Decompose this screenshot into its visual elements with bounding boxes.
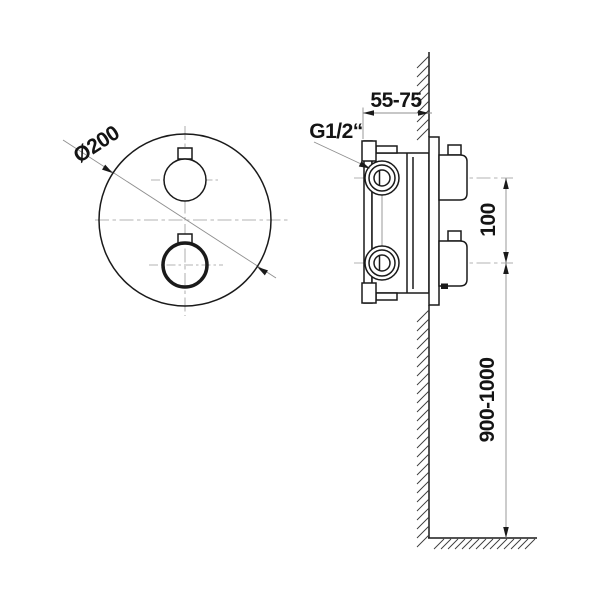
fitting-inner-ring: [373, 169, 391, 187]
fitting-middle-ring: [368, 249, 396, 277]
depth-dimension: 55-75: [362, 89, 432, 139]
diameter-arrow-lower: [257, 266, 268, 276]
top-handle-tab: [447, 144, 462, 156]
thread-callout: G1/2“: [309, 120, 370, 169]
mounting-lug-top: [361, 140, 377, 162]
diameter-arrow-upper: [102, 164, 113, 174]
depth-arrow-left: [363, 110, 374, 116]
thread-label: G1/2“: [309, 120, 363, 143]
front-view: Ø200: [62, 121, 288, 316]
wall-hatching-upper: [416, 55, 430, 141]
escutcheon-plate: [428, 136, 440, 306]
fitting-outer-ring: [364, 245, 400, 281]
top-handle-stub: [438, 154, 468, 201]
height-label: 900-1000: [476, 358, 499, 443]
spacing-label: 100: [477, 203, 500, 237]
depth-label: 55-75: [370, 89, 422, 112]
height-arrow-top: [503, 263, 509, 274]
thread-leader-line: [313, 141, 367, 167]
floor-hatching: [433, 538, 536, 550]
front-bottom-knob-circle: [161, 241, 209, 289]
bottom-handle-stub: [438, 240, 468, 287]
fitting-outer-ring: [364, 160, 400, 196]
side-view: 55-75 G1/2“ 100 900-1000: [309, 52, 537, 550]
fitting-inner-ring: [373, 254, 391, 272]
spacing-arrow-top: [503, 178, 509, 189]
wall-hatching-lower: [416, 309, 430, 548]
height-arrow-bottom: [503, 527, 509, 538]
fitting-middle-ring: [368, 164, 396, 192]
thread-leader-arrow: [358, 161, 370, 169]
valve-body-step-bottom: [375, 292, 398, 301]
diameter-dimension-line: [62, 139, 277, 279]
mounting-lug-bottom: [361, 282, 377, 304]
spacing-arrow-bottom: [503, 252, 509, 263]
bottom-handle-tab: [447, 230, 462, 242]
faceplate-circle: [98, 133, 272, 307]
front-top-knob-circle: [163, 158, 207, 202]
top-inlet-fitting: [364, 160, 400, 196]
front-top-knob-tab: [177, 147, 193, 160]
depth-arrow-right: [418, 110, 429, 116]
vertical-dimensions: 100 900-1000: [476, 178, 509, 538]
diameter-label: Ø200: [69, 121, 123, 167]
valve-body-step-top: [375, 145, 398, 154]
bottom-inlet-fitting: [364, 245, 400, 281]
handle-set-screw: [441, 283, 448, 289]
